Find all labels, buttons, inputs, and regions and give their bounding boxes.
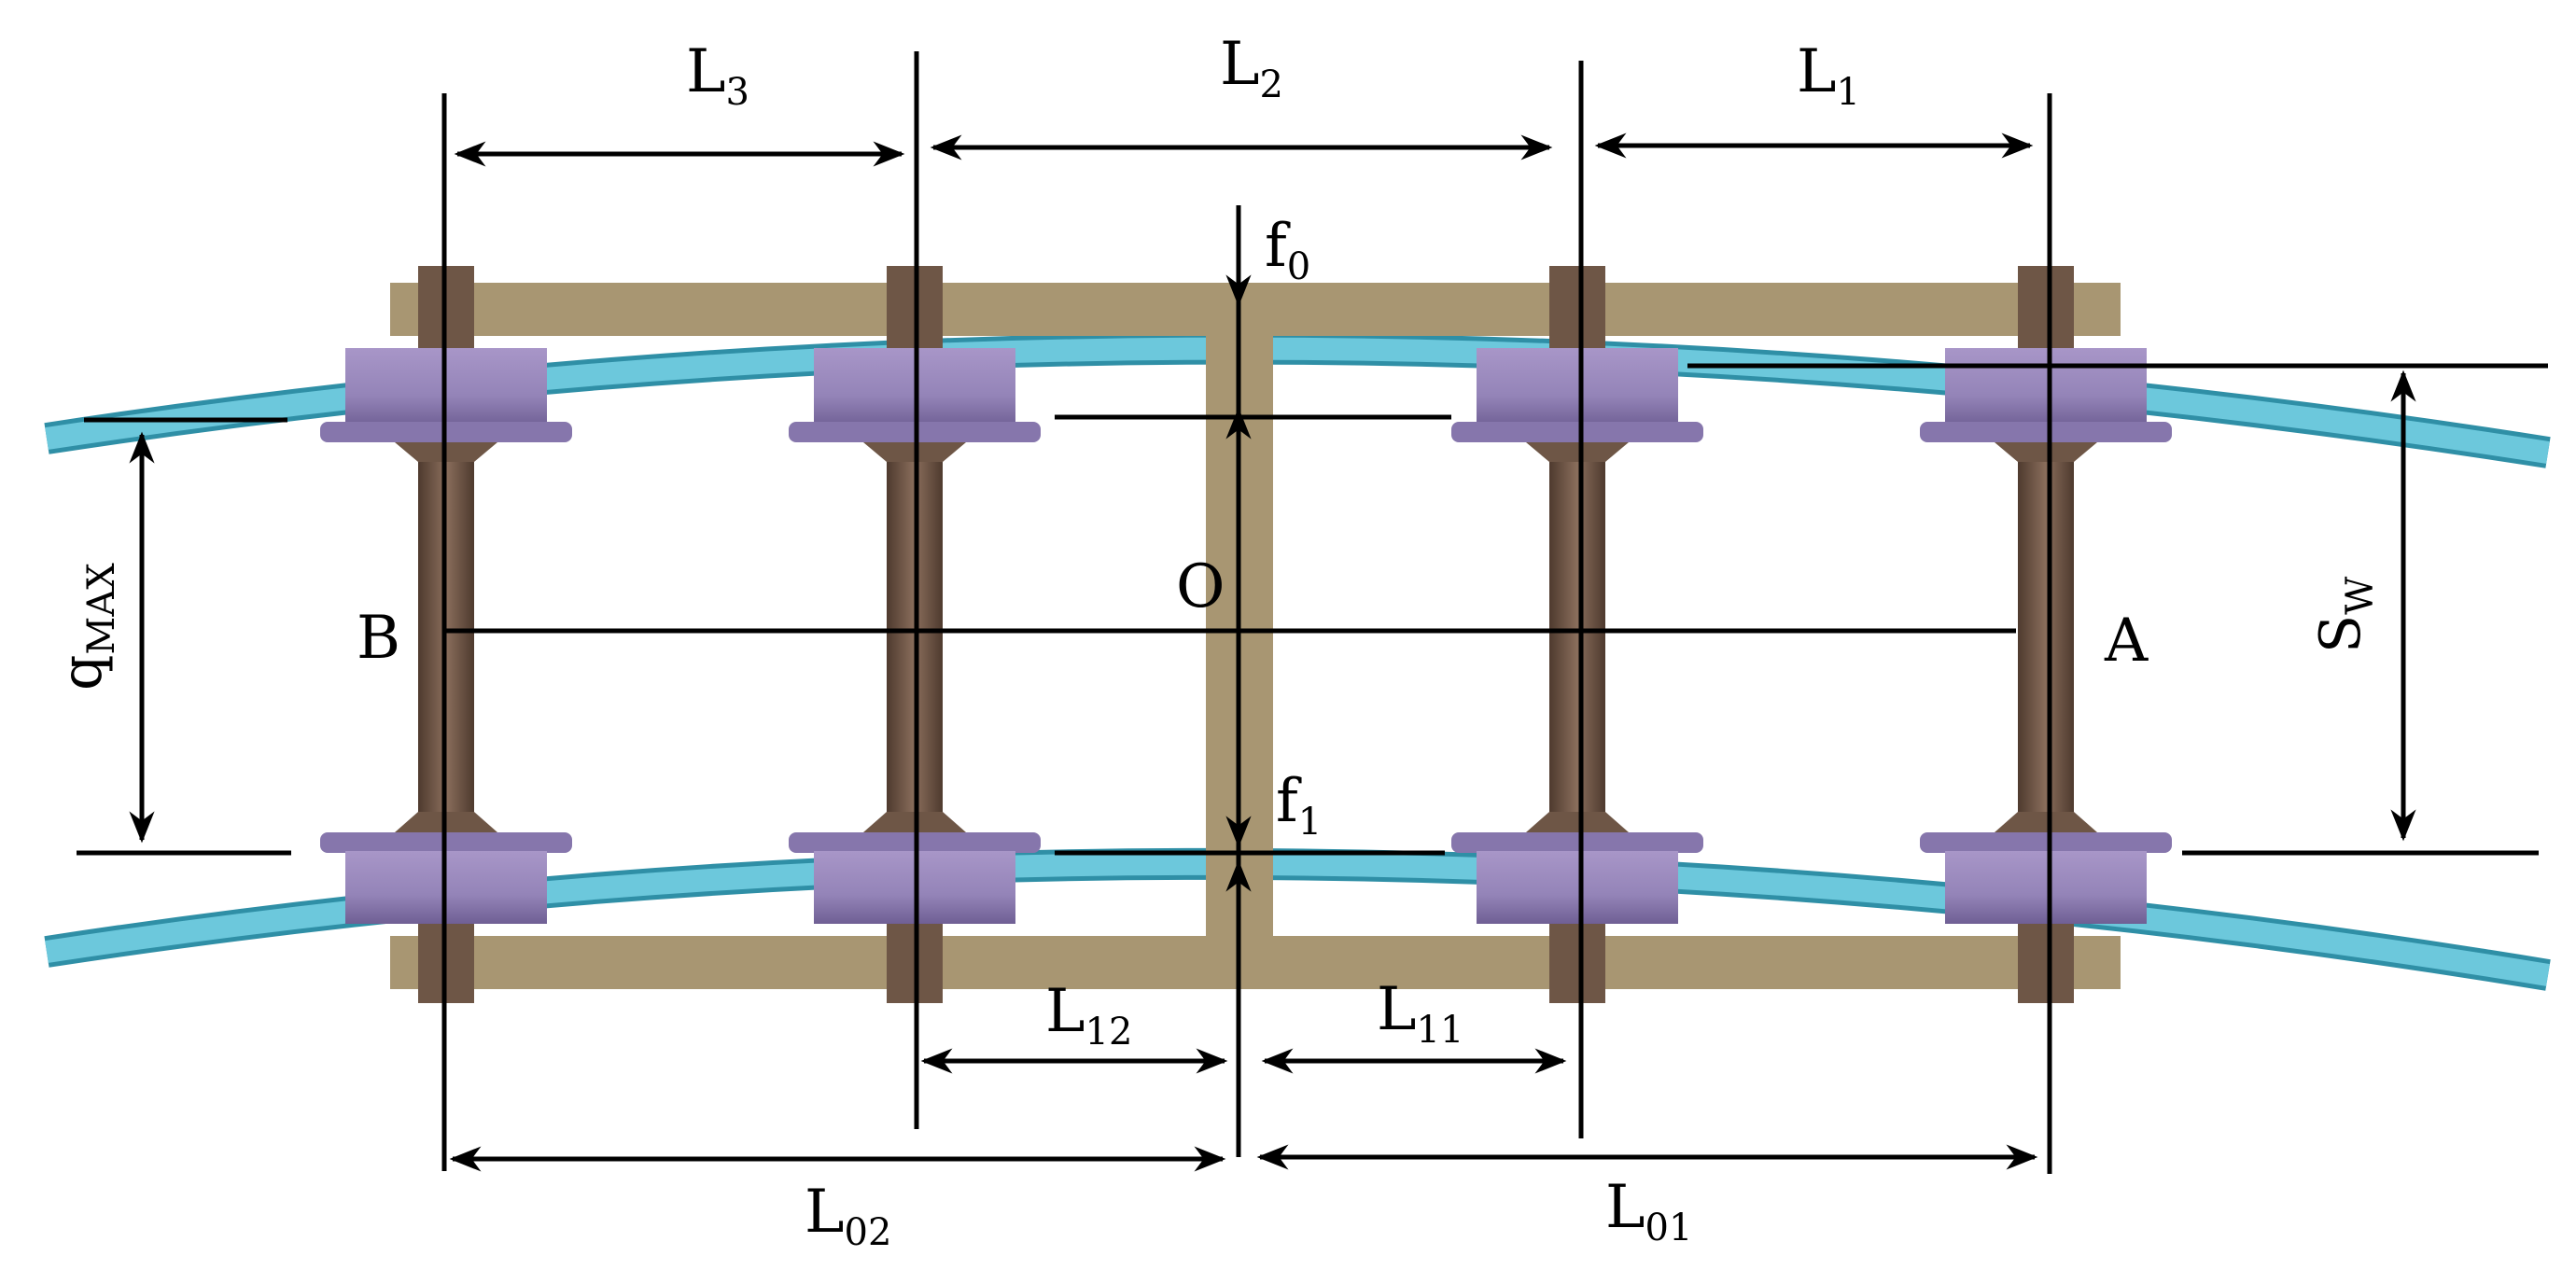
wheelset-4 [1920, 266, 2172, 1003]
label-L12: L12 [1045, 977, 1132, 1054]
label-f0: f0 [1265, 212, 1310, 288]
label-L02: L02 [805, 1178, 891, 1254]
label-L2: L2 [1220, 30, 1283, 106]
label-f1: f1 [1276, 767, 1322, 844]
label-sw: SW [2308, 577, 2382, 653]
dimension-arrows [129, 133, 2416, 1172]
label-A: A [2104, 607, 2149, 676]
label-qmax: qMAX [49, 563, 123, 691]
label-L11: L11 [1377, 975, 1463, 1052]
label-B: B [357, 604, 400, 673]
wheelset-3 [1451, 266, 1703, 1003]
reference-lines [77, 363, 2548, 856]
label-O: O [1176, 552, 1225, 621]
label-L3: L3 [686, 37, 749, 114]
label-L01: L01 [1605, 1173, 1692, 1249]
label-L1: L1 [1797, 37, 1860, 114]
